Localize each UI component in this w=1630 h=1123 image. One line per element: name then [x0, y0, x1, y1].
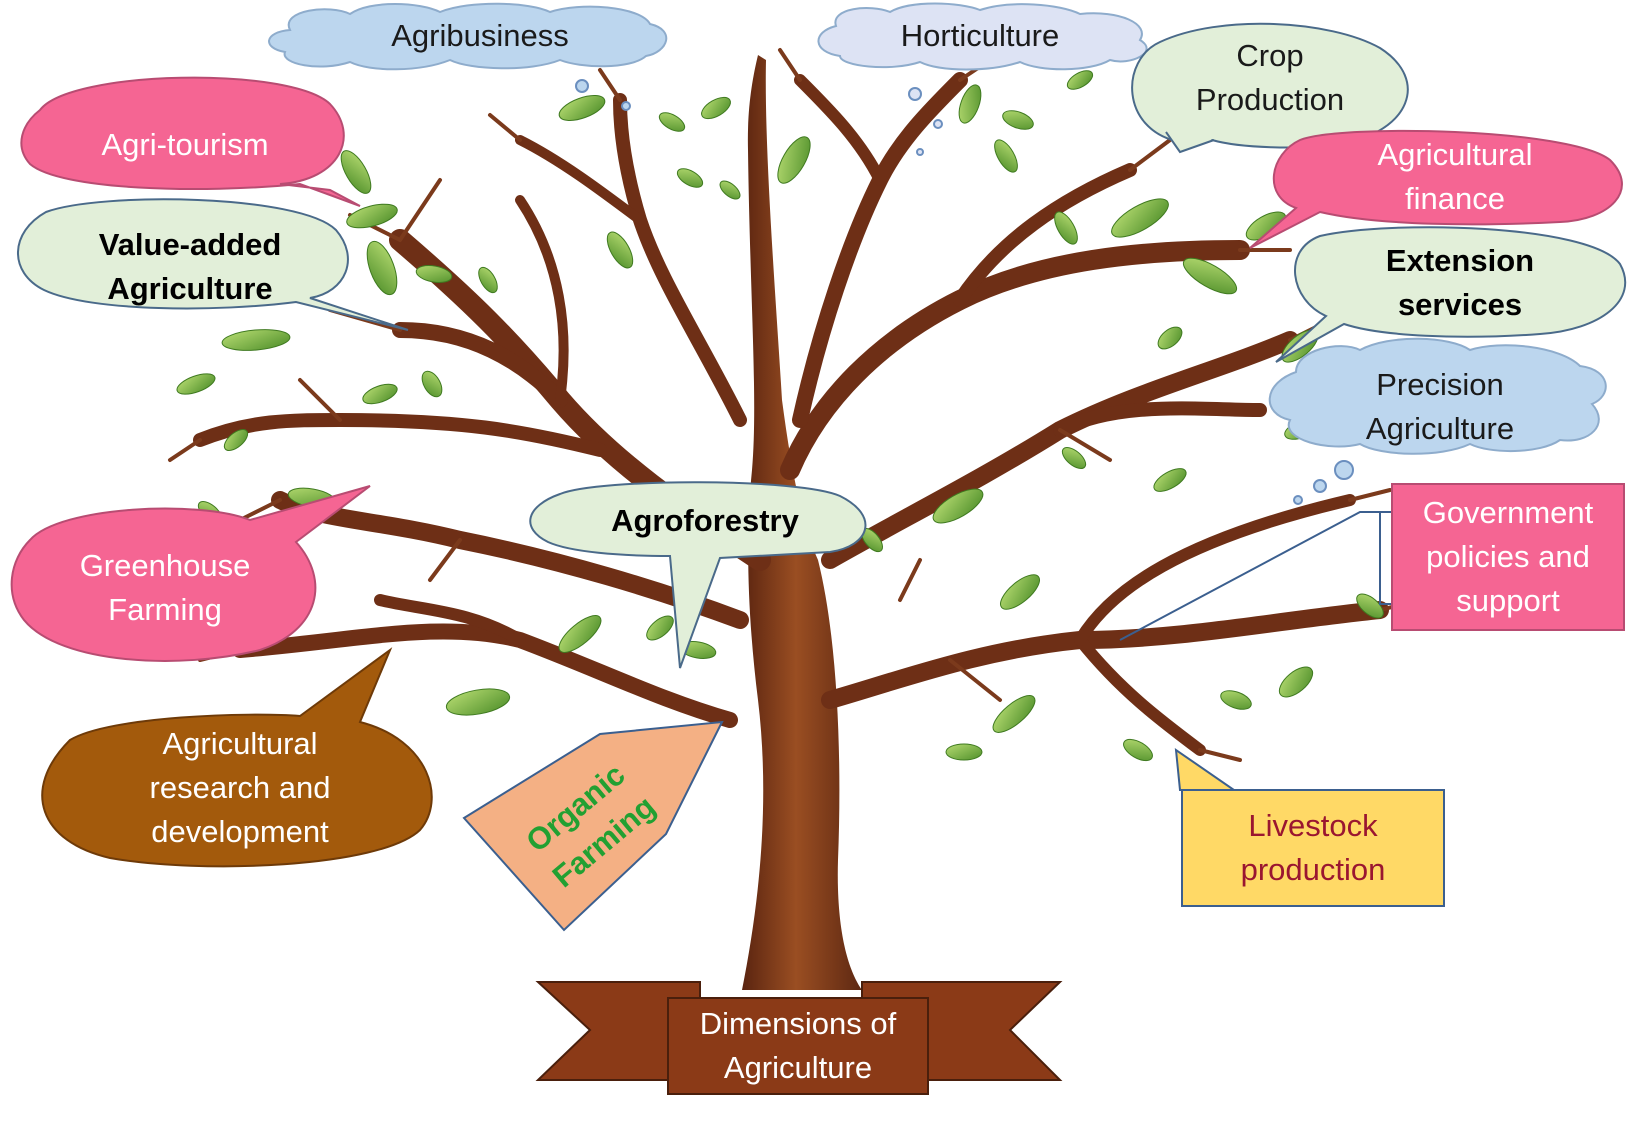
- government-policies-pointer: [1119, 511, 1392, 641]
- banner-left-tail: [535, 981, 701, 1081]
- horticulture-cloud: [817, 2, 1148, 71]
- greenhouse-farming-bubble: [10, 485, 371, 662]
- horticulture-thought-bubble: [933, 119, 943, 129]
- precision-agriculture-thought-bubble: [1313, 479, 1327, 493]
- agricultural-research-bubble: [41, 647, 433, 868]
- banner-center: [667, 997, 929, 1095]
- agribusiness-thought-bubble: [575, 79, 589, 93]
- agribusiness-thought-bubble: [621, 101, 631, 111]
- root-banner: [535, 981, 1063, 1095]
- organic-farming-arrow: [462, 720, 724, 932]
- agri-tourism-bubble: [20, 76, 361, 207]
- government-policies-pointer: [1379, 512, 1392, 605]
- agricultural-finance-bubble: [1249, 129, 1623, 249]
- precision-agriculture-cloud: [1268, 337, 1607, 455]
- value-added-agriculture-bubble: [17, 198, 409, 331]
- horticulture-thought-bubble: [908, 87, 922, 101]
- extension-services-bubble: [1275, 226, 1627, 363]
- precision-agriculture-thought-bubble: [1334, 460, 1354, 480]
- agroforestry-bubble: [529, 481, 867, 669]
- government-policies-box: [1391, 483, 1625, 631]
- horticulture-thought-bubble: [916, 148, 924, 156]
- livestock-production-box: [1181, 789, 1445, 907]
- crop-production-pointer: [1165, 131, 1215, 154]
- precision-agriculture-thought-bubble: [1293, 495, 1303, 505]
- agribusiness-cloud: [268, 2, 668, 71]
